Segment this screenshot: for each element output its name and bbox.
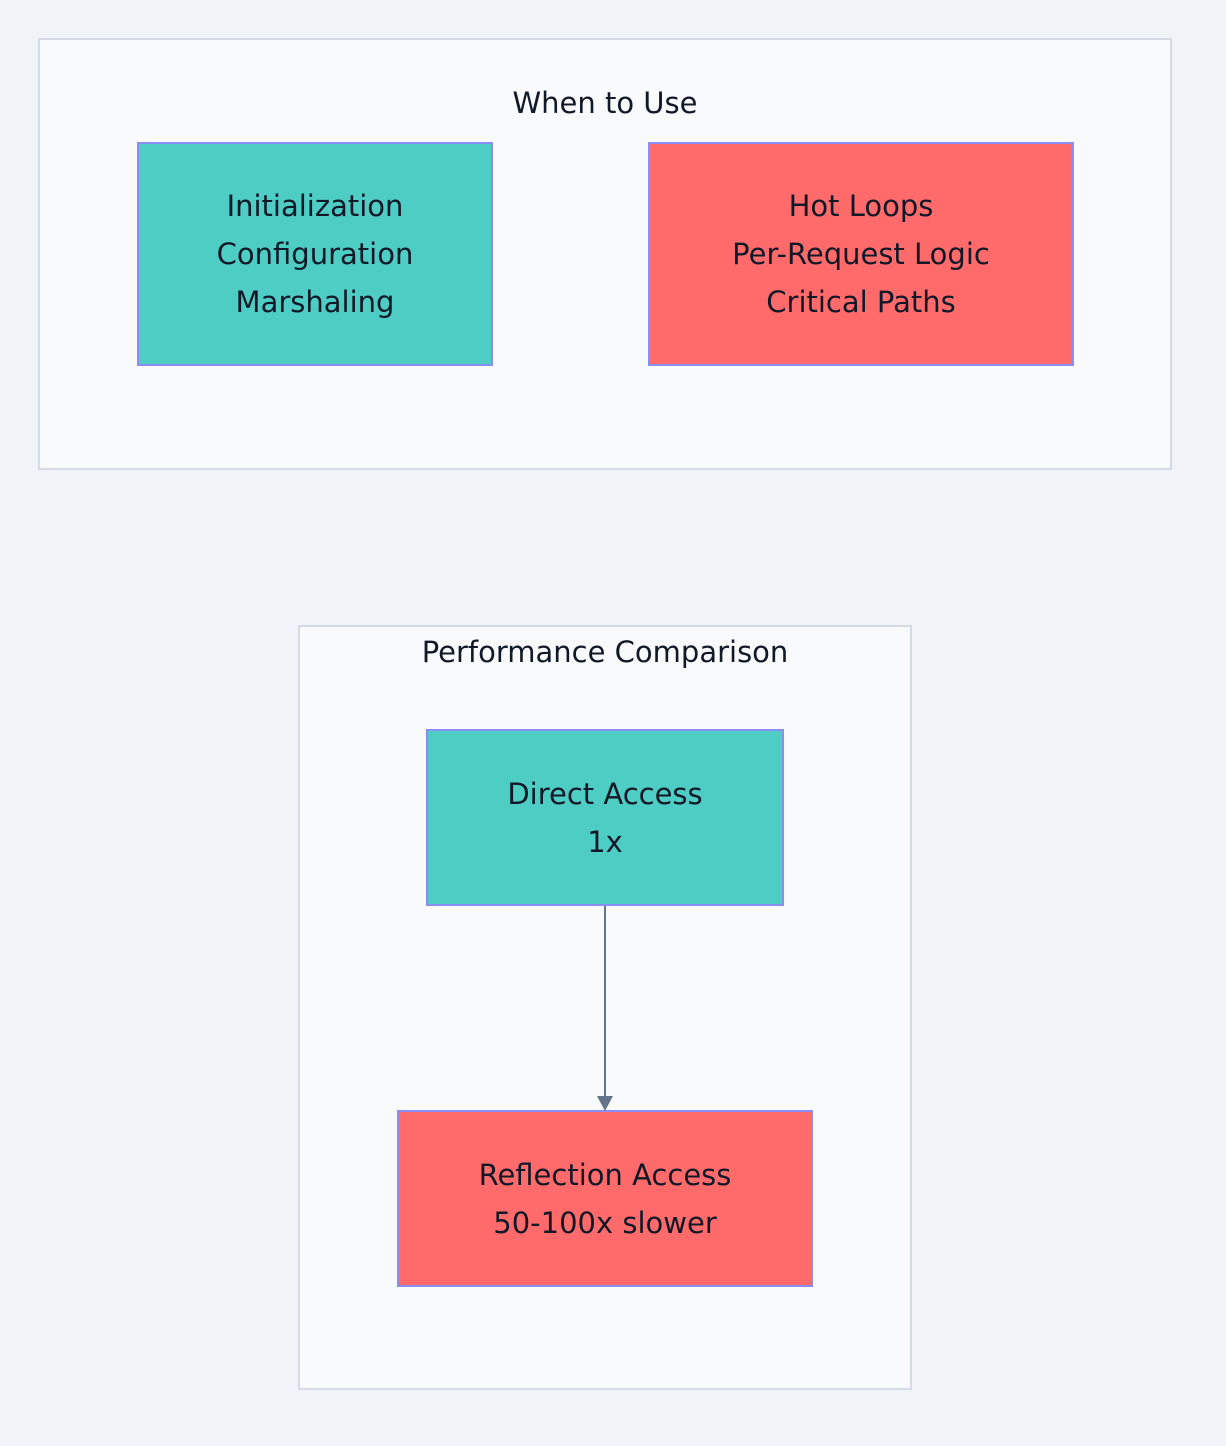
- recommended-uses-node[interactable]: Initialization Configuration Marshaling: [137, 142, 493, 366]
- avoid-use-label: Per-Request Logic: [732, 237, 990, 271]
- when-to-use-title: When to Use: [512, 86, 698, 120]
- recommended-use-label: Configuration: [216, 237, 414, 271]
- recommended-use-label: Initialization: [226, 189, 404, 223]
- reflection-access-speed: 50-100x slower: [493, 1205, 717, 1240]
- reflection-access-label: Reflection Access: [478, 1157, 732, 1192]
- direct-access-label: Direct Access: [507, 776, 703, 811]
- performance-comparison-title: Performance Comparison: [421, 635, 789, 669]
- direct-access-node[interactable]: Direct Access 1x: [426, 729, 784, 906]
- reflection-access-node[interactable]: Reflection Access 50-100x slower: [397, 1110, 813, 1287]
- recommended-use-label: Marshaling: [235, 285, 395, 319]
- direct-access-speed: 1x: [587, 824, 623, 859]
- avoid-use-label: Critical Paths: [766, 285, 956, 319]
- avoid-uses-node[interactable]: Hot Loops Per-Request Logic Critical Pat…: [648, 142, 1074, 366]
- avoid-use-label: Hot Loops: [788, 189, 934, 223]
